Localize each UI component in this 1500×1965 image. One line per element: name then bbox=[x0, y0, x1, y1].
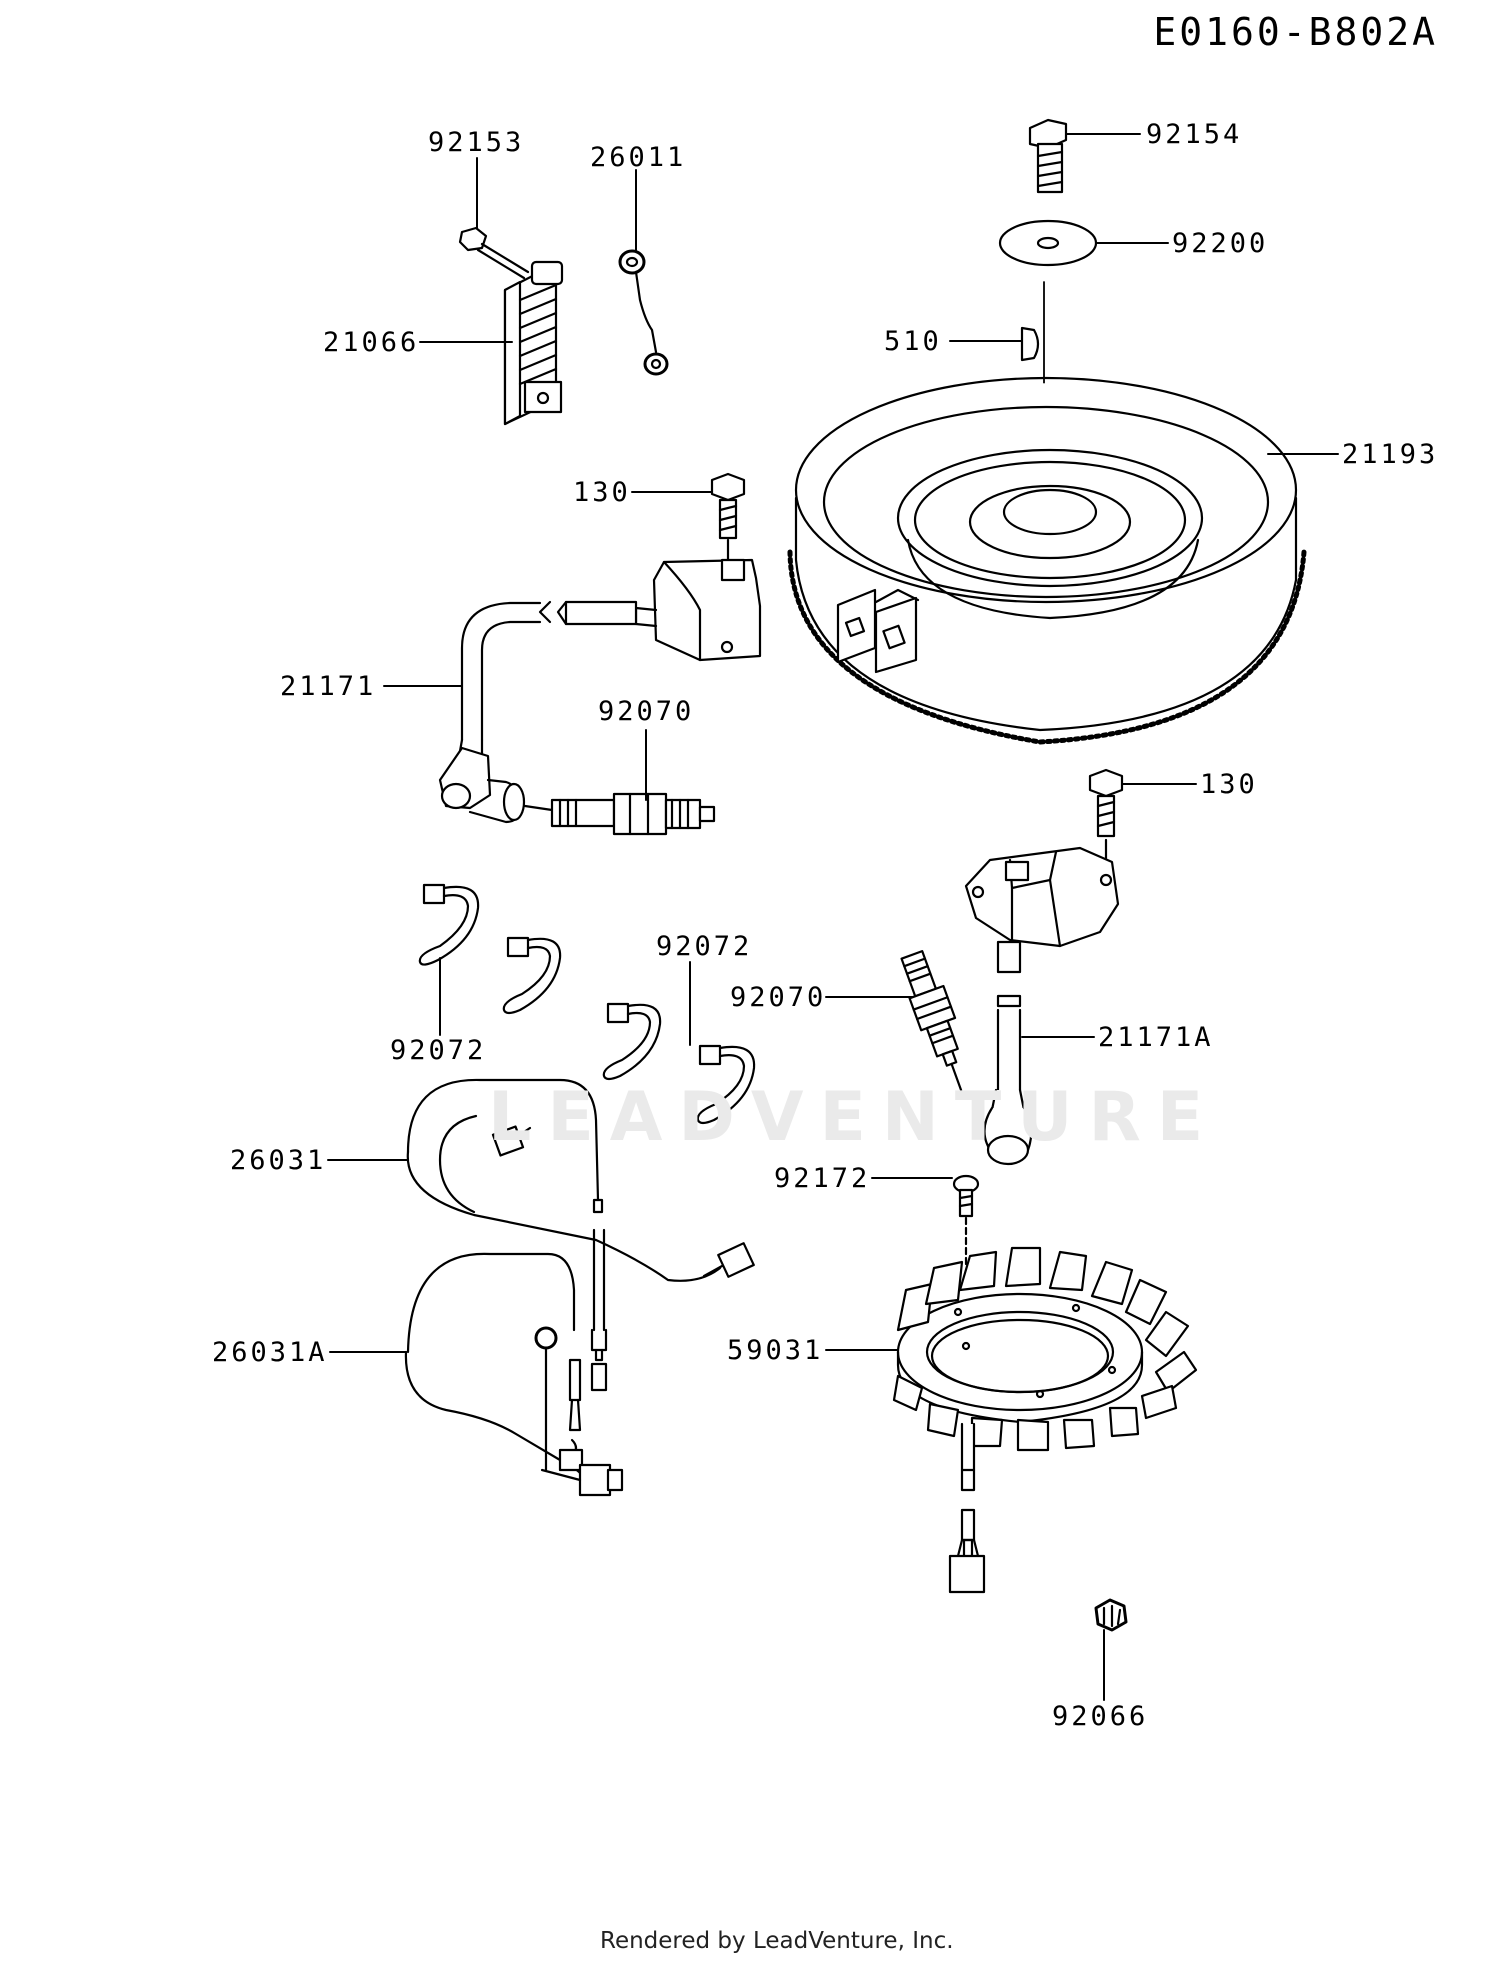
callout-92072-right[interactable]: 92072 bbox=[656, 931, 753, 962]
callout-21193[interactable]: 21193 bbox=[1342, 439, 1439, 470]
footer-credit: Rendered by LeadVenture, Inc. bbox=[600, 1928, 954, 1954]
woodruff-key-part bbox=[1020, 326, 1040, 362]
leader-lines bbox=[327, 133, 1339, 1701]
wire-harness-a-part bbox=[404, 1252, 624, 1497]
callout-92070-top[interactable]: 92070 bbox=[598, 696, 695, 727]
bolt-130-right-part bbox=[1088, 768, 1124, 868]
callout-130-right[interactable]: 130 bbox=[1200, 769, 1258, 800]
bolt-92153-part bbox=[458, 226, 530, 280]
screw-92172-part bbox=[952, 1174, 980, 1270]
callout-92154[interactable]: 92154 bbox=[1146, 119, 1243, 150]
washer-part bbox=[998, 219, 1098, 267]
regulator-part bbox=[503, 260, 564, 426]
diagram-code: E0160-B802A bbox=[1153, 10, 1438, 54]
callout-21171A[interactable]: 21171A bbox=[1098, 1022, 1214, 1053]
callout-510[interactable]: 510 bbox=[884, 326, 942, 357]
callout-21066[interactable]: 21066 bbox=[323, 327, 420, 358]
wire-harness-part bbox=[406, 1078, 755, 1392]
bolt-130-top-part bbox=[710, 472, 746, 574]
callout-92153[interactable]: 92153 bbox=[428, 127, 525, 158]
ignition-coil-a-part bbox=[964, 846, 1120, 1166]
callout-59031[interactable]: 59031 bbox=[727, 1335, 824, 1366]
callout-92172[interactable]: 92172 bbox=[774, 1163, 871, 1194]
spark-plug-top-part bbox=[523, 792, 716, 836]
flywheel-part bbox=[787, 376, 1307, 745]
callout-92200[interactable]: 92200 bbox=[1172, 228, 1269, 259]
nut-part bbox=[1094, 1598, 1128, 1632]
ignition-coil-part bbox=[438, 558, 762, 824]
watermark: LEADVENTURE bbox=[488, 1078, 1220, 1157]
clamps-part bbox=[418, 883, 756, 1125]
callout-26011[interactable]: 26011 bbox=[590, 142, 687, 173]
stator-part bbox=[892, 1246, 1198, 1594]
callout-26031[interactable]: 26031 bbox=[230, 1145, 327, 1176]
flywheel-bolt-part bbox=[1028, 118, 1068, 194]
callout-92072-left[interactable]: 92072 bbox=[390, 1035, 487, 1066]
ground-lead-part bbox=[618, 249, 669, 376]
callout-26031A[interactable]: 26031A bbox=[212, 1337, 328, 1368]
callout-92070-right[interactable]: 92070 bbox=[730, 982, 827, 1013]
spark-plug-right-part bbox=[900, 950, 963, 1092]
callout-92066[interactable]: 92066 bbox=[1052, 1701, 1149, 1732]
callout-130-top[interactable]: 130 bbox=[573, 477, 631, 508]
callout-21171[interactable]: 21171 bbox=[280, 671, 377, 702]
